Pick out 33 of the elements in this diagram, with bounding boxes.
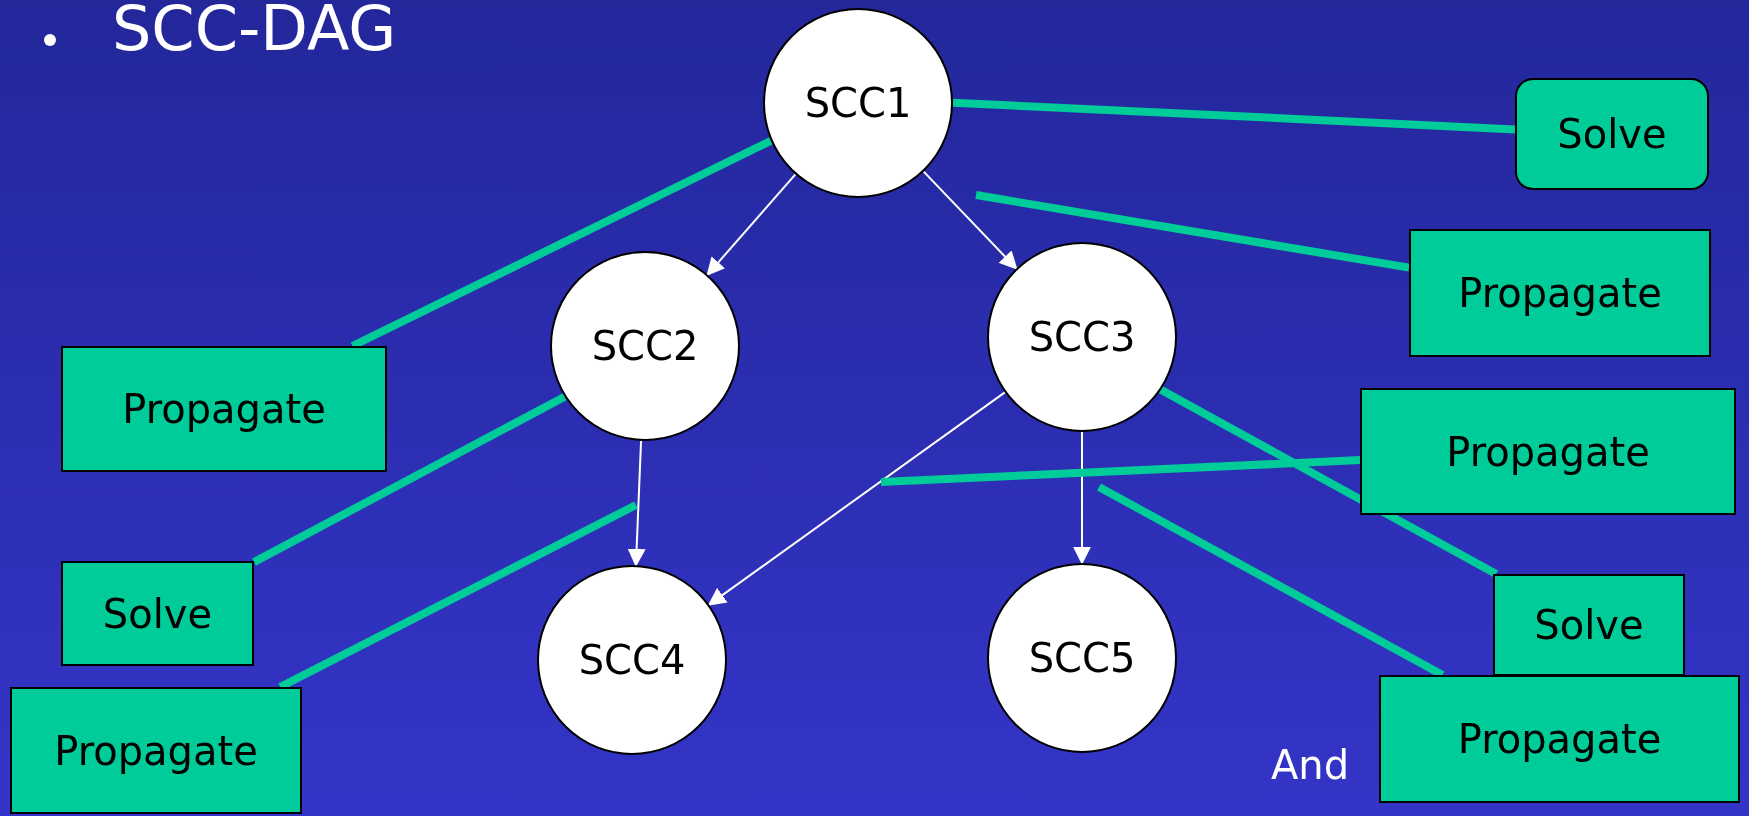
callout-box xyxy=(1360,388,1736,515)
callout-box xyxy=(10,687,302,814)
callout-box xyxy=(1379,675,1740,803)
node-label: SCC2 xyxy=(591,323,699,369)
note-text: And xyxy=(1271,742,1350,788)
callout-box xyxy=(1515,78,1709,190)
node-label: SCC3 xyxy=(1028,314,1136,360)
leader-line xyxy=(1159,386,1499,578)
leader-line xyxy=(952,98,1516,134)
leader-line xyxy=(975,191,1410,272)
callout-box xyxy=(1409,229,1711,357)
node-label: Propagate xyxy=(1446,428,1650,475)
node-label: SCC1 xyxy=(804,80,912,126)
arrow xyxy=(707,391,1006,606)
node-label: Propagate xyxy=(54,727,258,774)
node-label: Propagate xyxy=(1457,716,1662,762)
node-label: Solve xyxy=(1557,111,1667,157)
node-label: Solve xyxy=(102,590,213,637)
arrow xyxy=(706,173,797,276)
arrow xyxy=(922,170,1018,270)
callout-box xyxy=(61,561,254,666)
arrow xyxy=(1073,431,1091,565)
node-label: Solve xyxy=(1534,602,1644,648)
callout-box xyxy=(61,346,387,472)
node-label: Propagate xyxy=(1458,270,1662,316)
node-label: Propagate xyxy=(122,386,326,432)
slide-title: SCC-DAG xyxy=(112,0,397,65)
leader-line xyxy=(880,456,1361,486)
node-label: SCC4 xyxy=(578,637,686,683)
leader-line xyxy=(252,393,567,566)
arrow xyxy=(627,439,646,567)
callout-box xyxy=(1493,574,1685,676)
node-label: SCC5 xyxy=(1028,635,1136,681)
